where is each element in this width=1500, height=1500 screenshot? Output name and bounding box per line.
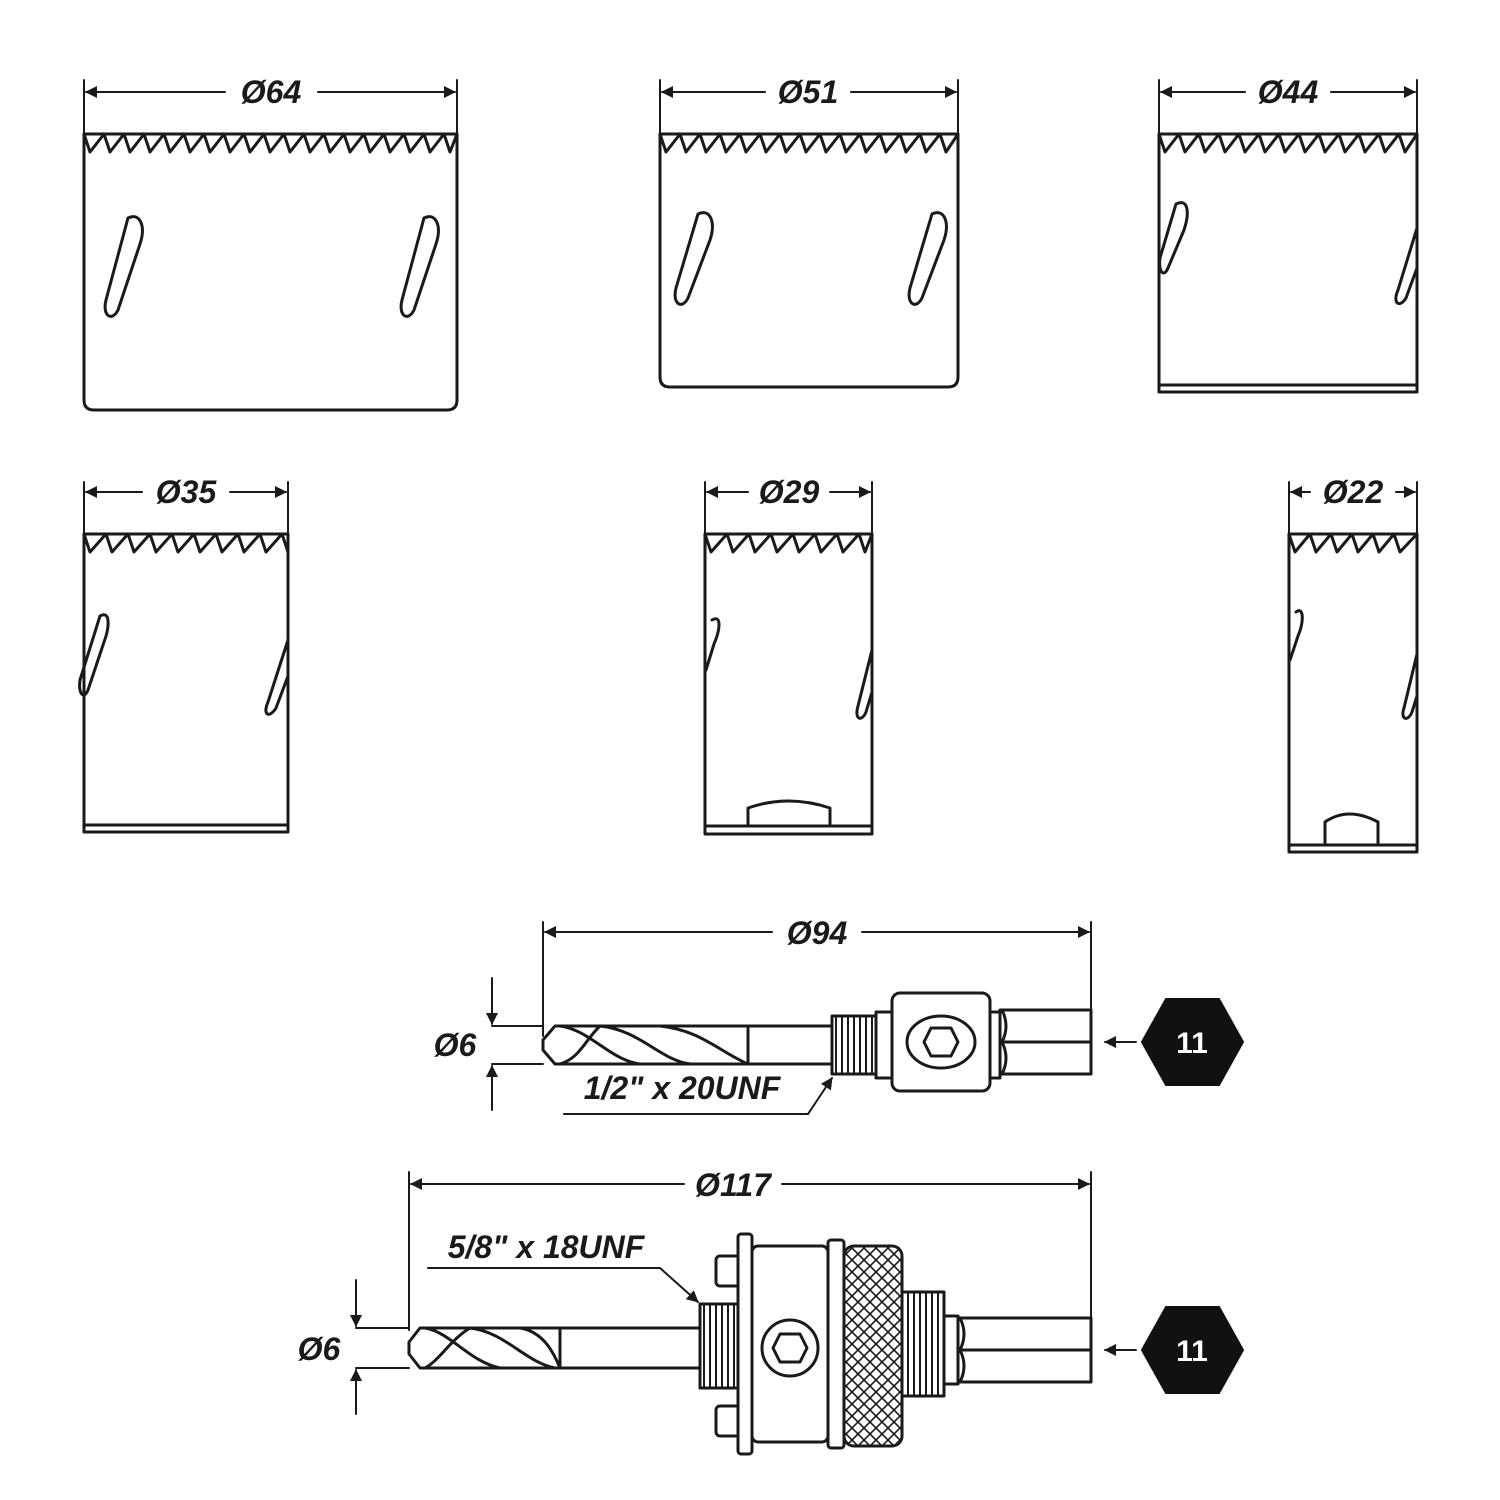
hole-saw-64: Ø64	[82, 74, 459, 412]
arbor-length-label-94: Ø94	[787, 915, 848, 951]
hole-saw-35: Ø35	[78, 474, 290, 834]
hole-saw-44: Ø44	[1157, 74, 1419, 394]
hex-size-label: 11	[1176, 1027, 1208, 1060]
hex-size-badge-2	[1140, 1306, 1245, 1394]
dimension-label-35: Ø35	[156, 474, 218, 510]
hole-saw-29: Ø29	[703, 474, 874, 836]
drill-diameter-label: Ø6	[434, 1027, 477, 1063]
thread-spec-label: 1/2" x 20UNF	[584, 1070, 782, 1106]
hole-saw-22: Ø22	[1287, 474, 1419, 854]
hole-saw-51: Ø51	[658, 74, 960, 389]
thread-spec-label-2: 5/8" x 18UNF	[448, 1229, 646, 1265]
dimension-label-29: Ø29	[759, 474, 820, 510]
arbor-length-label-117: Ø117	[695, 1167, 773, 1203]
hex-size-badge	[1140, 998, 1245, 1086]
dimension-label-64: Ø64	[241, 74, 302, 110]
dimension-label-22: Ø22	[1323, 474, 1384, 510]
drill-diameter-label-2: Ø6	[298, 1331, 341, 1367]
arbor-large: Ø117 11	[298, 1167, 1245, 1456]
dimension-label-51: Ø51	[778, 74, 838, 110]
knurled-nut	[842, 1244, 904, 1448]
dimension-label-44: Ø44	[1258, 74, 1319, 110]
hex-size-label-2: 11	[1176, 1335, 1208, 1368]
arbor-small: Ø94 11 Ø6 1/2" x 20UNF	[434, 915, 1245, 1115]
